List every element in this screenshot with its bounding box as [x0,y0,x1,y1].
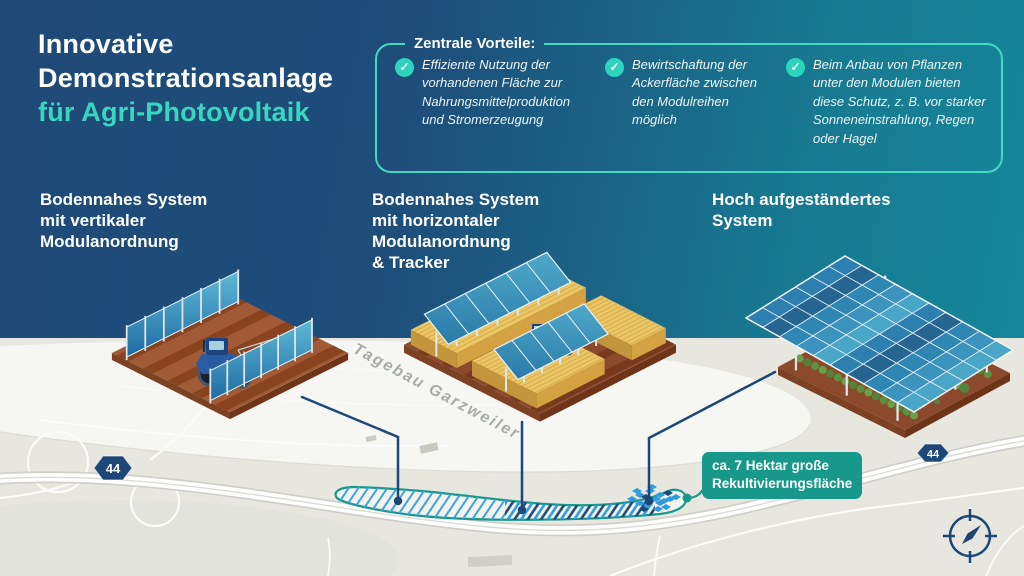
callout-line: ca. 7 Hektar große [712,458,830,473]
highway [0,434,1024,537]
system-label-line: & Tracker [372,253,450,272]
system-label-tracker: Bodennahes System mit horizontaler Modul… [372,189,539,273]
title-line-3: für Agri-Photovoltaik [38,97,310,127]
system-label-line: Bodennahes System [40,190,208,209]
system-label-line: Modulanordnung [40,232,179,251]
svg-text:44: 44 [106,461,121,476]
system-label-line: Bodennahes System [372,190,540,209]
check-icon: ✓ [395,58,414,77]
system-label-line: Hoch aufgeständertes [712,190,891,209]
check-icon: ✓ [786,58,805,77]
benefits-title: Zentrale Vorteile: [414,35,536,52]
benefit-text: Effiziente Nutzung der vorhandenen Fläch… [422,57,571,128]
benefit-text: Bewirtschaftung der Ackerfläche zwischen… [632,57,757,128]
callout-anchor-dot [682,493,692,503]
svg-text:44: 44 [927,449,940,461]
compass-icon [943,509,997,563]
buildings [365,435,513,568]
illustration-elevated-system [744,255,1015,438]
benefit-text: Beim Anbau von Pflanzen unter den Module… [813,57,986,146]
benefits-box: Zentrale Vorteile: ✓ Effiziente Nutzung … [375,35,1003,173]
road-badge-44-right: 44 [916,443,950,463]
benefit-item: ✓ Beim Anbau von Pflanzen unter den Modu… [786,56,991,148]
callout-line: Rekultivierungsfläche [712,475,853,491]
title-line-1: Innovative [38,29,174,59]
area-callout: ca. 7 Hektar große Rekultivierungsfläche [702,452,863,499]
illustration-tracker-system [404,251,676,422]
system-label-line: mit horizontaler [372,211,500,230]
system-label-elevated: Hoch aufgeständertes System [712,189,891,231]
title-line-2: Demonstrationsanlage [38,63,334,93]
system-label-vertical: Bodennahes System mit vertikaler Modulan… [40,189,207,252]
system-label-line: Modulanordnung [372,232,511,251]
connector-lines [300,370,777,510]
benefit-item: ✓ Effiziente Nutzung der vorhandenen Flä… [395,56,590,148]
check-icon: ✓ [605,58,624,77]
illustration-vertical-module-system [111,269,349,420]
system-label-line: mit vertikaler [40,211,146,230]
benefit-item: ✓ Bewirtschaftung der Ackerfläche zwisch… [605,56,771,148]
connector-dots [393,496,654,515]
road-badge-44-left: 44 [93,455,133,481]
system-label-line: System [712,211,773,230]
page-title: Innovative Demonstrationsanlage für Agri… [38,27,333,129]
